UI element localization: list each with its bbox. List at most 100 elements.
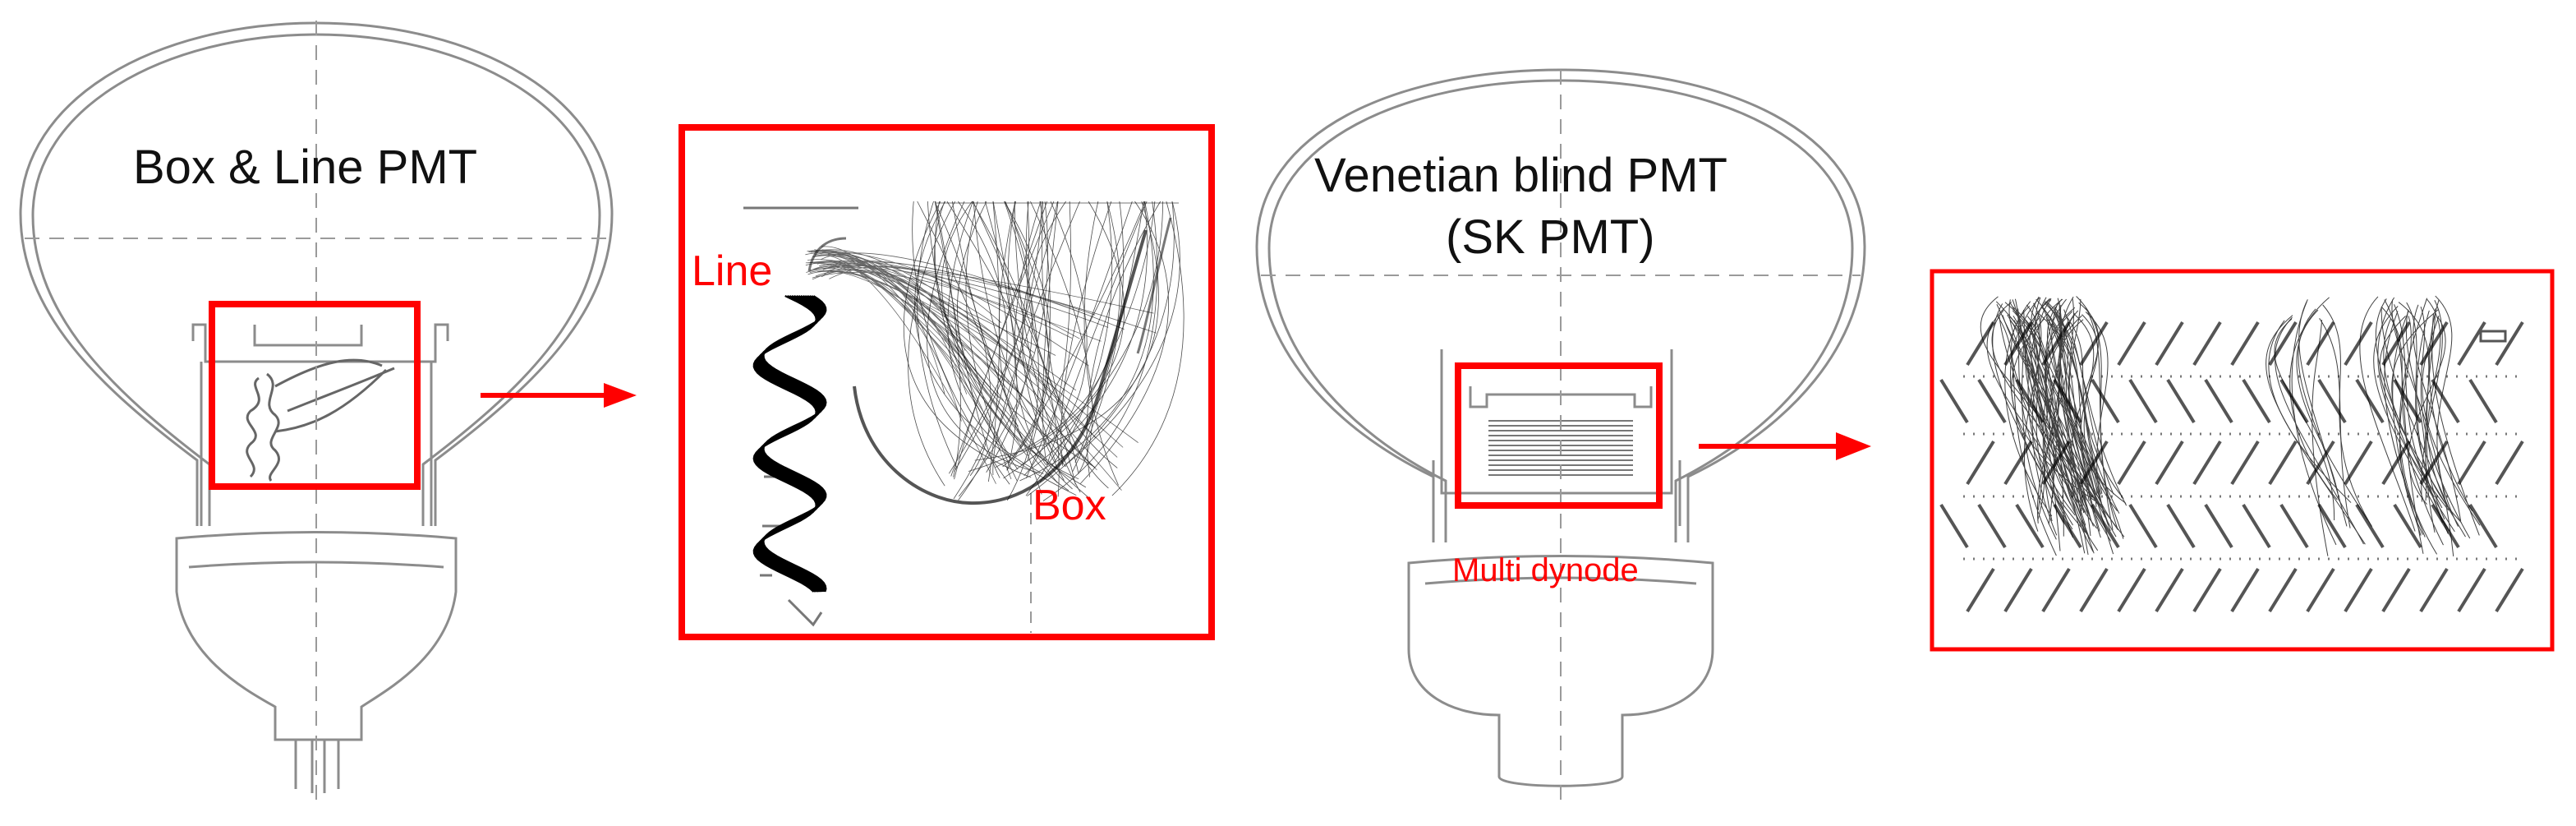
blind-slat: [2355, 503, 2385, 549]
trajectory-line: [2416, 310, 2444, 524]
box-trajectory-line: [917, 201, 1042, 495]
blind-slat: [2003, 321, 2033, 367]
blind-slat: [2242, 378, 2271, 424]
left-arrow: [481, 383, 637, 408]
trajectory-line: [2428, 299, 2473, 512]
box-trajectory-line: [1024, 201, 1071, 477]
trajectory-line: [2007, 314, 2061, 551]
blind-slat: [1966, 440, 1995, 486]
box-trajectory-line: [1046, 201, 1148, 464]
trajectory-line: [2009, 320, 2098, 529]
blind-slat: [1966, 567, 1995, 613]
trajectory-line: [2041, 307, 2102, 495]
blind-slat: [2317, 503, 2347, 549]
box-trajectory-line: [1007, 201, 1095, 468]
blind-slat: [2015, 503, 2045, 549]
trajectory-line: [2384, 299, 2424, 554]
trajectory-line: [2391, 308, 2455, 533]
box-trajectory-line: [1027, 201, 1175, 496]
blind-slat: [2128, 378, 2158, 424]
trajectory-line: [2024, 298, 2088, 515]
blind-slat: [2128, 503, 2158, 549]
line-to-box-trajectory: [812, 271, 1073, 339]
blind-slat: [2268, 321, 2298, 367]
box-trajectory-line: [927, 201, 1079, 480]
blind-slat: [2495, 440, 2524, 486]
trajectory-line: [2425, 308, 2436, 533]
line-to-box-trajectory: [820, 252, 1125, 330]
blind-slat: [2457, 321, 2486, 367]
box-trajectory-line: [917, 201, 958, 468]
blind-slat: [2091, 378, 2120, 424]
trajectory-line: [2359, 296, 2416, 532]
box-trajectory-line: [1027, 201, 1051, 461]
box-line-zoom-panel: [678, 124, 1215, 640]
box-trajectory-line: [947, 201, 1044, 474]
line-to-box-trajectory: [814, 254, 945, 395]
box-trajectory-line: [992, 201, 1056, 464]
box-trajectory-line: [1014, 201, 1046, 465]
trajectory-line: [2059, 296, 2090, 501]
blind-slat: [2079, 567, 2109, 613]
blind-slat: [2381, 440, 2411, 486]
blind-slat: [2419, 567, 2449, 613]
blind-slat: [2204, 503, 2233, 549]
blind-slat: [2204, 378, 2233, 424]
blind-slat: [2306, 321, 2335, 367]
blind-slat: [2003, 440, 2033, 486]
line-to-box-trajectory: [807, 250, 977, 372]
trajectory-line: [2085, 307, 2114, 530]
blind-slat: [2192, 321, 2222, 367]
blind-slat: [1977, 503, 2007, 549]
multi-dynode-label: Multi dynode: [1452, 552, 1639, 588]
box-trajectory-line: [903, 201, 1032, 478]
trajectory-line: [2274, 318, 2335, 521]
box-trajectory-line: [974, 201, 1159, 461]
trajectory-line: [2266, 315, 2366, 545]
box-trajectory-line: [957, 201, 1087, 488]
box-trajectory-line: [954, 201, 1055, 480]
trajectory-line: [2023, 304, 2040, 532]
blind-slat: [2279, 503, 2309, 549]
line-to-box-trajectory: [827, 253, 1010, 383]
line-to-box-trajectory: [805, 261, 1096, 438]
box-trajectory-line: [1042, 201, 1158, 501]
venetian-pmt-title-line2: (SK PMT): [1446, 210, 1655, 264]
trajectory-line: [2038, 299, 2098, 494]
trajectory-line: [2031, 298, 2125, 538]
blind-slat: [2155, 567, 2184, 613]
right-pmt-axes: [1261, 70, 1861, 805]
blind-slat: [2306, 567, 2335, 613]
line-to-box-trajectory: [829, 265, 1002, 324]
trajectory-line: [2067, 316, 2120, 514]
blind-slat: [2344, 440, 2373, 486]
line-to-box-trajectory: [822, 265, 1154, 314]
blind-slat: [2242, 503, 2271, 549]
blind-slat: [2355, 378, 2385, 424]
line-dynode-helix: [752, 295, 827, 593]
venetian-blind-dynodes: [1939, 321, 2524, 613]
trajectory-line: [2431, 313, 2480, 536]
blind-slat: [2468, 503, 2498, 549]
trajectory-line: [2044, 301, 2073, 530]
box-trajectory-line: [946, 201, 1076, 485]
box-trajectory-line: [1060, 201, 1112, 466]
box-trajectory-fan: [903, 201, 1184, 501]
blind-slat: [2419, 321, 2449, 367]
blind-slat: [1966, 321, 1995, 367]
box-line-pmt-title: Box & Line PMT: [133, 141, 478, 194]
trajectory-line: [2051, 302, 2112, 501]
line-to-box-trajectory: [825, 269, 1124, 448]
line-to-box-trajectory: [815, 267, 1109, 328]
trajectory-line: [2380, 307, 2450, 511]
line-to-box-trajectory: [814, 251, 1012, 480]
box-trajectory-line: [1039, 201, 1113, 482]
box-trajectory-line: [1111, 201, 1184, 496]
blind-slat: [2230, 440, 2260, 486]
trajectory-line: [2068, 298, 2117, 538]
trajectory-line: [2312, 320, 2329, 556]
blind-slat: [2230, 321, 2260, 367]
line-to-box-trajectory: [811, 261, 959, 335]
blind-slat: [2192, 567, 2222, 613]
